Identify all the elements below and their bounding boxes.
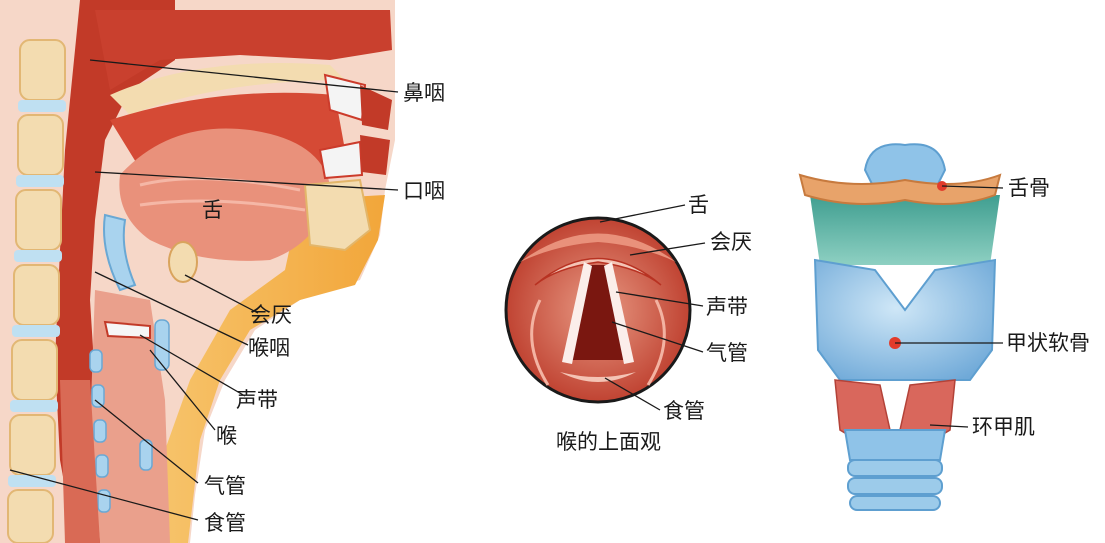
top-view-label-vocal-cords: 声带 [706,297,748,318]
larynx-top-view [506,205,705,410]
top-view-label-trachea: 气管 [706,343,748,364]
thyroid-cartilage [815,260,995,380]
top-view-label-esophagus: 食管 [663,401,705,422]
label-oropharynx: 口咽 [403,181,445,202]
thyrohyoid-membrane [810,195,1000,265]
sagittal-section [0,0,398,543]
label-epiglottis: 会厌 [250,305,292,326]
label-larynx: 喉 [216,426,237,447]
label-esophagus: 食管 [204,513,246,534]
cartilage-trachea [848,460,942,510]
top-view-caption: 喉的上面观 [556,432,661,453]
label-thyroid-cartilage: 甲状软骨 [1006,333,1090,354]
label-nasopharynx: 鼻咽 [403,83,445,104]
top-view-label-tongue: 舌 [688,195,709,216]
larynx-cartilage-view [800,144,1003,510]
vocal-folds [105,322,150,338]
label-cricothyroid: 环甲肌 [972,417,1035,438]
label-trachea: 气管 [204,476,246,497]
label-vocal-cords: 声带 [236,390,278,411]
label-laryngopharynx: 喉咽 [248,338,290,359]
top-view-label-epiglottis: 会厌 [710,232,752,253]
label-hyoid: 舌骨 [1008,178,1050,199]
cricoid-cartilage [845,430,945,460]
label-tongue: 舌 [202,200,223,221]
hyoid-bone [169,242,197,282]
